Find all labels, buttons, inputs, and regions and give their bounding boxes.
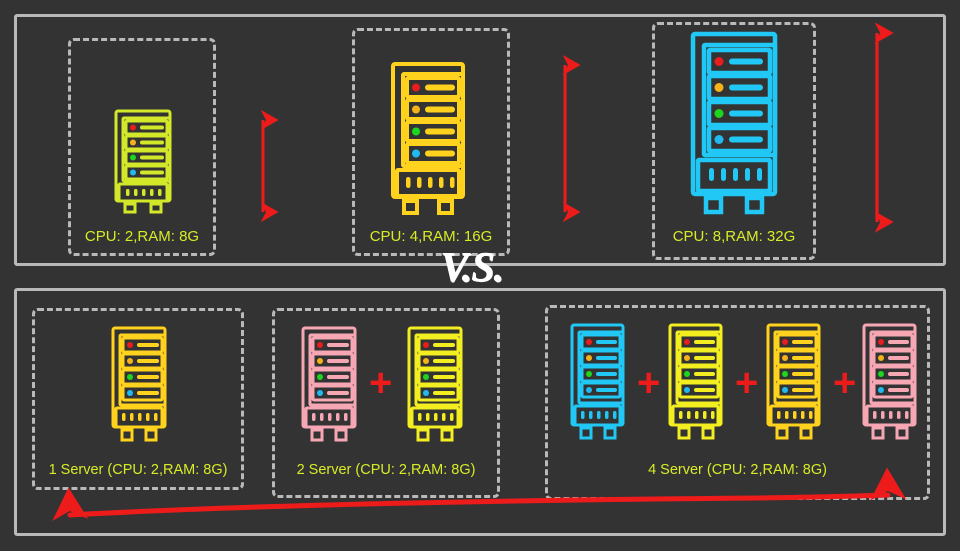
vertical-scaling-panel bbox=[14, 14, 946, 266]
server-rack-icon-g3-1 bbox=[568, 322, 628, 442]
server-rack-icon-g2-1 bbox=[298, 325, 360, 443]
server-rack-icon-small bbox=[110, 108, 176, 214]
plus-icon-g3-1: + bbox=[637, 361, 661, 405]
horizontal-scaling-label-2: 2 Server (CPU: 2,RAM: 8G) bbox=[296, 462, 476, 478]
server-rack-icon-g2-2 bbox=[404, 325, 466, 443]
horizontal-scaling-panel bbox=[14, 288, 946, 536]
vertical-scaling-label-2: CPU: 4,RAM: 16G bbox=[369, 228, 493, 245]
server-rack-icon-g3-2 bbox=[666, 322, 726, 442]
plus-icon-g2-1: + bbox=[369, 361, 393, 405]
plus-icon-g3-3: + bbox=[833, 361, 857, 405]
server-rack-icon-medium bbox=[386, 60, 470, 218]
horizontal-scaling-label-1: 1 Server (CPU: 2,RAM: 8G) bbox=[48, 462, 228, 478]
vertical-scaling-group-3 bbox=[652, 22, 816, 260]
vertical-scaling-group-2 bbox=[352, 28, 510, 256]
server-rack-icon-large bbox=[686, 30, 782, 218]
server-rack-icon-g3-4 bbox=[860, 322, 920, 442]
vs-label: V.S. bbox=[440, 245, 504, 291]
vertical-scaling-label-1: CPU: 2,RAM: 8G bbox=[84, 228, 200, 245]
server-rack-icon-g1-1 bbox=[108, 325, 170, 443]
vertical-scaling-group-1 bbox=[68, 38, 216, 256]
vertical-scaling-label-3: CPU: 8,RAM: 32G bbox=[672, 228, 796, 245]
server-rack-icon-g3-3 bbox=[764, 322, 824, 442]
plus-icon-g3-2: + bbox=[735, 361, 759, 405]
horizontal-scaling-label-3: 4 Server (CPU: 2,RAM: 8G) bbox=[648, 462, 827, 478]
